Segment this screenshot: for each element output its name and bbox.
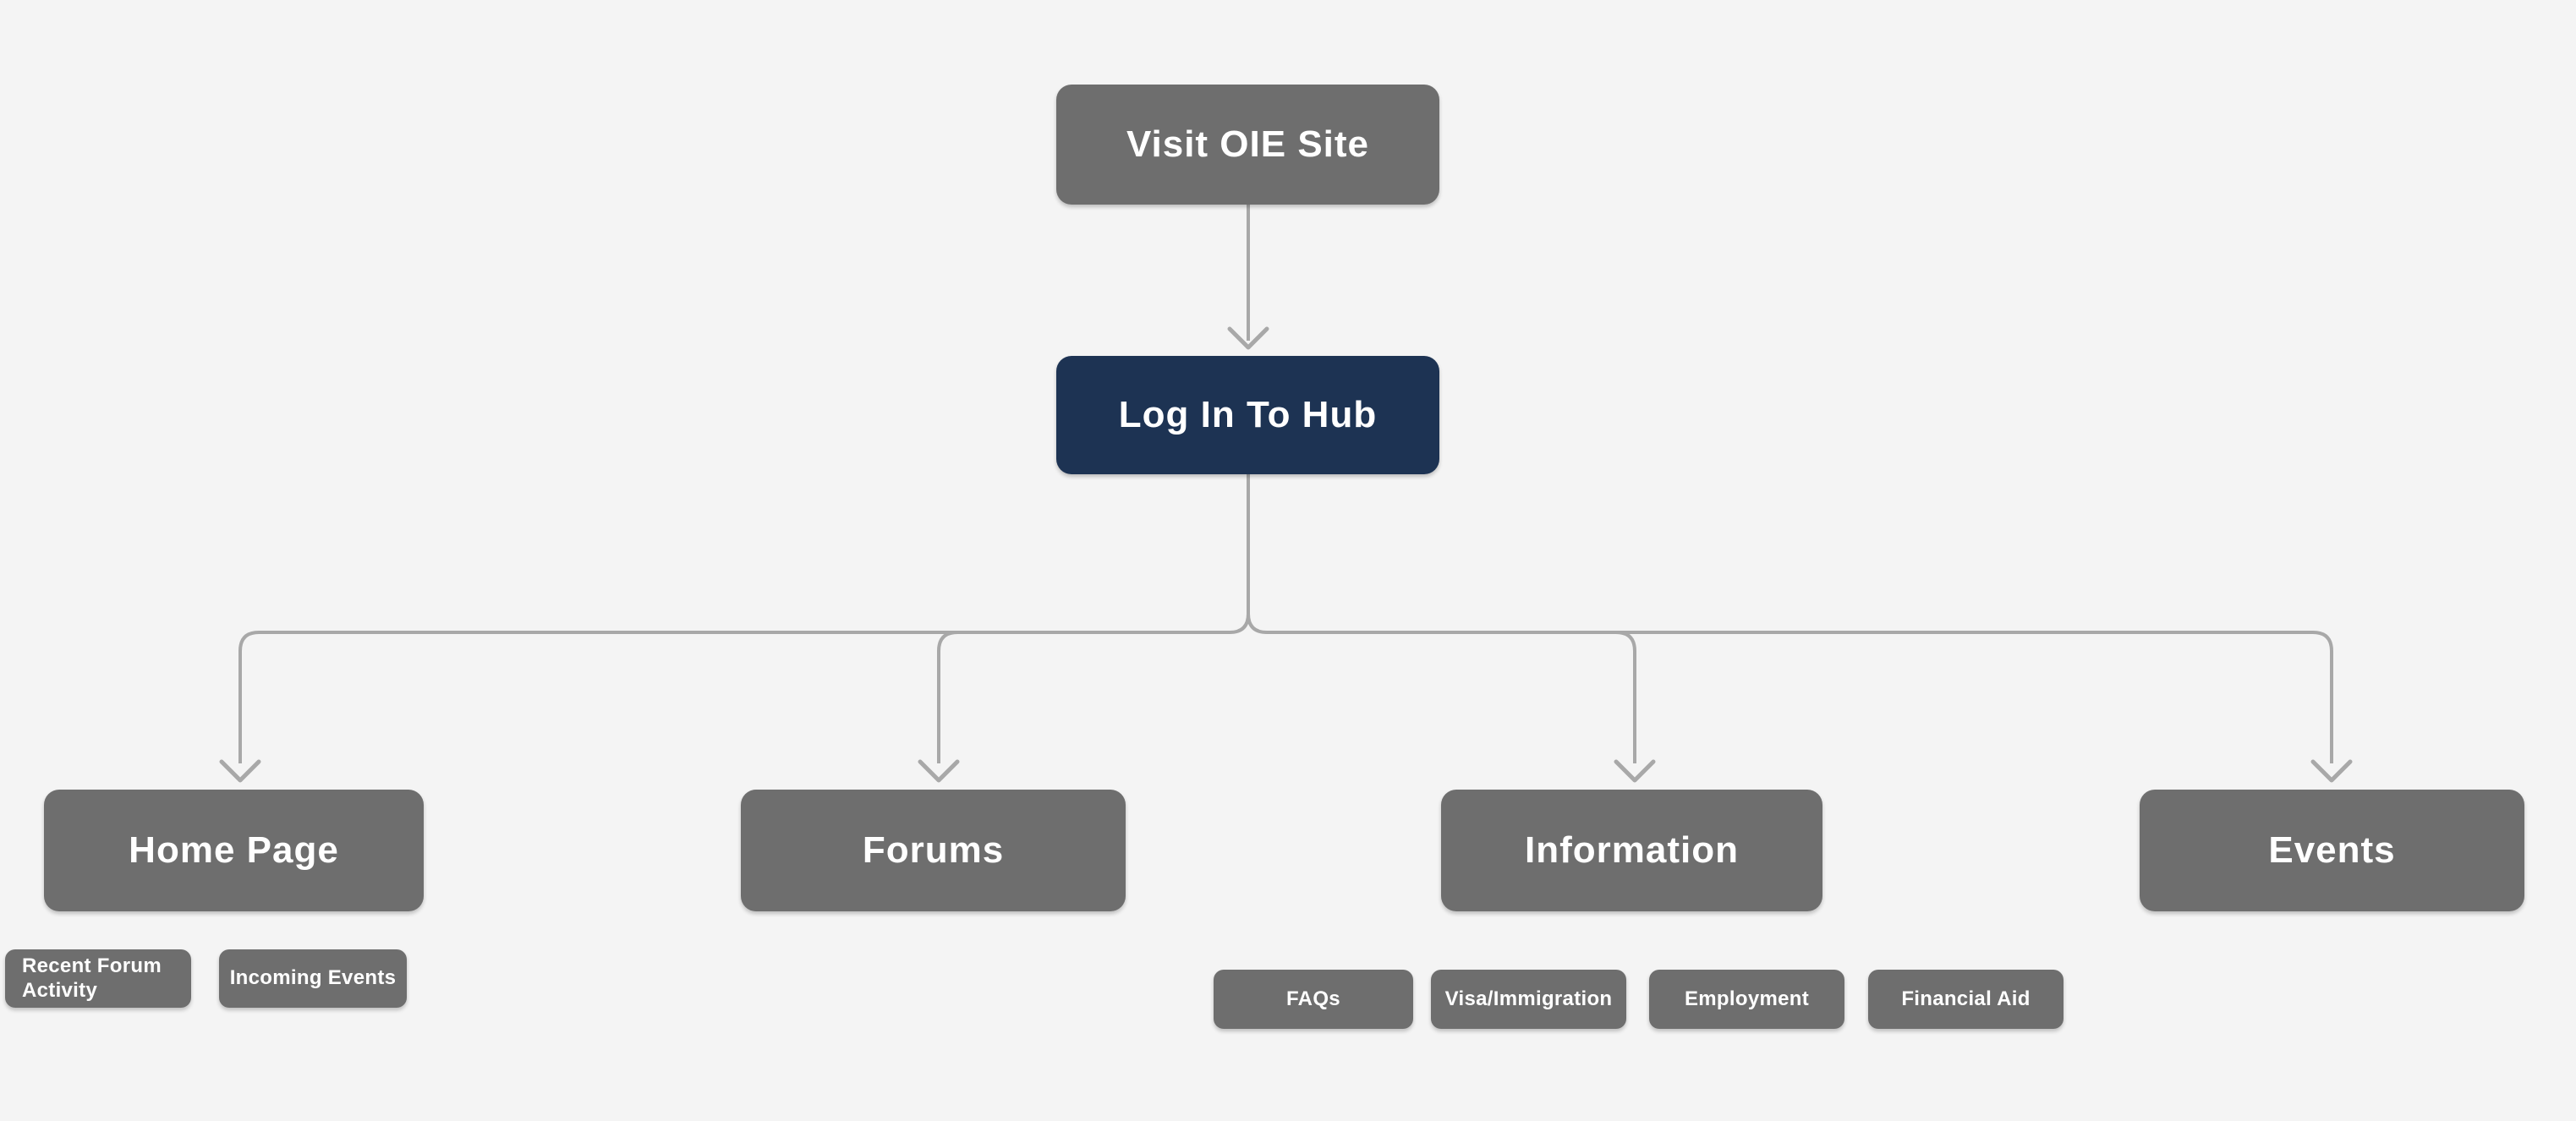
arrow-down-icon — [1227, 326, 1269, 350]
arrow-down-icon — [918, 759, 960, 783]
node-label: Financial Aid — [1901, 987, 2031, 1010]
node-financial-aid[interactable]: Financial Aid — [1868, 970, 2064, 1029]
node-label: FAQs — [1286, 987, 1340, 1010]
node-visit-oie-site[interactable]: Visit OIE Site — [1056, 85, 1439, 205]
edge-login-to-forums — [918, 631, 960, 783]
node-employment[interactable]: Employment — [1649, 970, 1844, 1029]
edge-login-to-home — [219, 474, 1250, 783]
arrow-down-icon — [2310, 759, 2353, 783]
node-label: Log In To Hub — [1118, 394, 1378, 435]
node-label: Visit OIE Site — [1126, 123, 1370, 165]
node-label: Events — [2268, 829, 2396, 871]
node-label: Recent Forum Activity — [22, 954, 162, 1002]
node-log-in-to-hub[interactable]: Log In To Hub — [1056, 356, 1439, 474]
node-visa-immigration[interactable]: Visa/Immigration — [1431, 970, 1626, 1029]
node-faqs[interactable]: FAQs — [1214, 970, 1413, 1029]
node-label: Forums — [862, 829, 1005, 871]
node-label: Incoming Events — [229, 966, 397, 990]
node-label: Employment — [1684, 987, 1810, 1010]
node-information[interactable]: Information — [1441, 790, 1822, 911]
node-recent-forum-activity[interactable]: Recent Forum Activity — [5, 949, 191, 1008]
node-label: Visa/Immigration — [1444, 987, 1613, 1010]
node-label: Home Page — [129, 829, 339, 871]
edge-login-to-information — [1614, 631, 1656, 783]
edge-visit-to-login — [1227, 205, 1269, 350]
node-home-page[interactable]: Home Page — [44, 790, 424, 911]
arrow-down-icon — [1614, 759, 1656, 783]
arrow-down-icon — [219, 759, 261, 783]
edge-login-to-events — [1247, 474, 2353, 783]
node-label: Information — [1525, 829, 1739, 871]
node-events[interactable]: Events — [2140, 790, 2524, 911]
node-forums[interactable]: Forums — [741, 790, 1126, 911]
node-incoming-events[interactable]: Incoming Events — [219, 949, 407, 1008]
